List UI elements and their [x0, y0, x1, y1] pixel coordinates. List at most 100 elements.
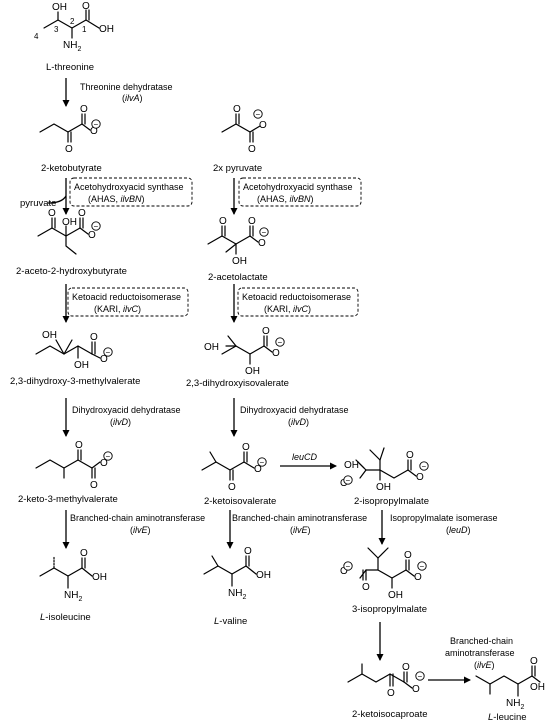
atom-o: O [259, 120, 267, 131]
atom-o: O [406, 450, 414, 461]
atom-o: O [75, 440, 83, 451]
charge-sign: − [418, 672, 423, 681]
threonine-structure: OH O OH NH2 4 3 2 1 [34, 1, 114, 53]
gene-ilvE: (ilvE) [290, 525, 311, 535]
charge-sign: − [94, 120, 99, 129]
label-ketoisovalerate: 2-ketoisovalerate [204, 496, 276, 507]
arrow-pyruvate-input [47, 195, 67, 204]
label-2x-pyruvate: 2x pyruvate [213, 163, 262, 174]
enzyme-kari: Ketoacid reductoisomerase [242, 292, 351, 302]
charge-sign: − [262, 228, 267, 237]
atom-oh: OH [92, 572, 107, 583]
ketobutyrate-structure: O O O − [39, 104, 101, 155]
atom-oh: OH [99, 24, 114, 35]
charge-minus [343, 475, 353, 485]
atom-nh2: NH2 [506, 698, 524, 711]
gene-ilvBN: (AHAS, ilvBN) [88, 194, 145, 204]
carbon-number: 1 [82, 25, 87, 34]
charge-minus [91, 119, 101, 129]
gene-leuD: (leuD) [446, 525, 471, 535]
enzyme-box-kari-right [237, 287, 359, 317]
label-2-isopropylmalate: 2-isopropylmalate [354, 496, 429, 507]
atom-o: O [65, 144, 73, 155]
gene-ilvC: (KARI, ilvC) [94, 304, 141, 314]
gene-ilvD: (ilvD) [288, 417, 309, 427]
enzyme-threonine-dehydratase: Threonine dehydratase [80, 82, 173, 92]
label-leucine: L-leucine [488, 712, 527, 723]
carbon-number: 3 [54, 25, 59, 34]
enzyme-box-ahas-left [69, 177, 193, 207]
atom-o: O [387, 688, 395, 699]
label-ketomethylvalerate: 2-keto-3-methylvalerate [18, 494, 118, 505]
atom-o: O [416, 472, 424, 483]
atom-oh: OH [530, 682, 545, 693]
gene-ilvD: (ilvD) [110, 417, 131, 427]
charge-sign: − [256, 110, 261, 119]
atom-o: O [402, 662, 410, 673]
label-ketobutyrate: 2-ketobutyrate [41, 163, 102, 174]
enzyme-ipmi: Isopropylmalate isomerase [390, 513, 498, 523]
enzyme-bcat: Branched-chain [450, 636, 513, 646]
atom-o: O [272, 348, 280, 359]
charge-minus [419, 461, 429, 471]
atom-o: O [80, 104, 88, 115]
charge-sign: − [260, 458, 265, 467]
charge-minus [259, 227, 269, 237]
atom-oh: OH [376, 482, 391, 493]
label-acetohydroxybutyrate: 2-aceto-2-hydroxybutyrate [16, 266, 127, 277]
atom-nh2: NH2 [228, 588, 246, 601]
atom-o: O [244, 546, 252, 557]
charge-sign: − [106, 452, 111, 461]
atom-o: O [228, 482, 236, 493]
charge-minus [257, 457, 267, 467]
charge-minus [103, 347, 113, 357]
isoleucine-structure: O OH NH2 [39, 548, 107, 603]
charge-sign: − [346, 562, 351, 571]
atom-nh2: NH2 [64, 590, 82, 603]
atom-o: O [414, 572, 422, 583]
carbon-number: 2 [70, 17, 75, 26]
enzyme-kari: Ketoacid reductoisomerase [72, 292, 181, 302]
atom-oh: OH [232, 256, 247, 267]
charge-minus [415, 671, 425, 681]
enzyme-bcat: aminotransferase [445, 648, 515, 658]
atom-o: O [90, 332, 98, 343]
enzyme-bcat: Branched-chain aminotransferase [70, 513, 205, 523]
label-acetolactate: 2-acetolactate [208, 272, 268, 283]
label-threonine: L-threonine [46, 62, 94, 73]
isopropylmalate2-structure: OH O OH O O − − [340, 447, 429, 493]
atom-o: O [100, 458, 108, 469]
atom-oh: OH [62, 217, 77, 228]
atom-o: O [88, 230, 96, 241]
gene-ilvBN: (AHAS, ilvBN) [257, 194, 314, 204]
enzyme-box-kari-left [67, 287, 189, 317]
atom-o: O [262, 326, 270, 337]
charge-sign: − [420, 562, 425, 571]
charge-sign: − [278, 338, 283, 347]
label-valine: L-valine [214, 616, 247, 627]
atom-o: O [254, 464, 262, 475]
atom-o: O [248, 144, 256, 155]
label-dihydroxyisovalerate: 2,3-dihydroxyisovalerate [186, 378, 289, 389]
gene-ilvE: (ilvE) [130, 525, 151, 535]
charge-sign: − [106, 348, 111, 357]
leucine-structure: O OH NH2 [475, 656, 545, 711]
atom-oh: OH [42, 330, 57, 341]
atom-o: O [340, 566, 348, 577]
acetohydroxybutyrate-structure: O OH O O − [37, 208, 101, 255]
enzyme-bcat: Branched-chain aminotransferase [232, 513, 367, 523]
gene-leuCD: leuCD [292, 452, 318, 462]
charge-sign: − [94, 222, 99, 231]
atom-o: O [530, 656, 538, 667]
gene-ilvE: (ilvE) [474, 660, 495, 670]
atom-oh: OH [388, 590, 403, 601]
valine-structure: O OH NH2 [203, 546, 271, 601]
atom-o: O [78, 208, 86, 219]
enzyme-ahas: Acetohydroxyacid synthase [74, 182, 184, 192]
ketomethylvalerate-structure: O O O − [35, 440, 113, 491]
atom-o: O [90, 480, 98, 491]
isopropylmalate3-structure: O O OH O O − − [340, 547, 427, 601]
atom-oh: OH [74, 360, 89, 371]
atom-o: O [80, 548, 88, 559]
